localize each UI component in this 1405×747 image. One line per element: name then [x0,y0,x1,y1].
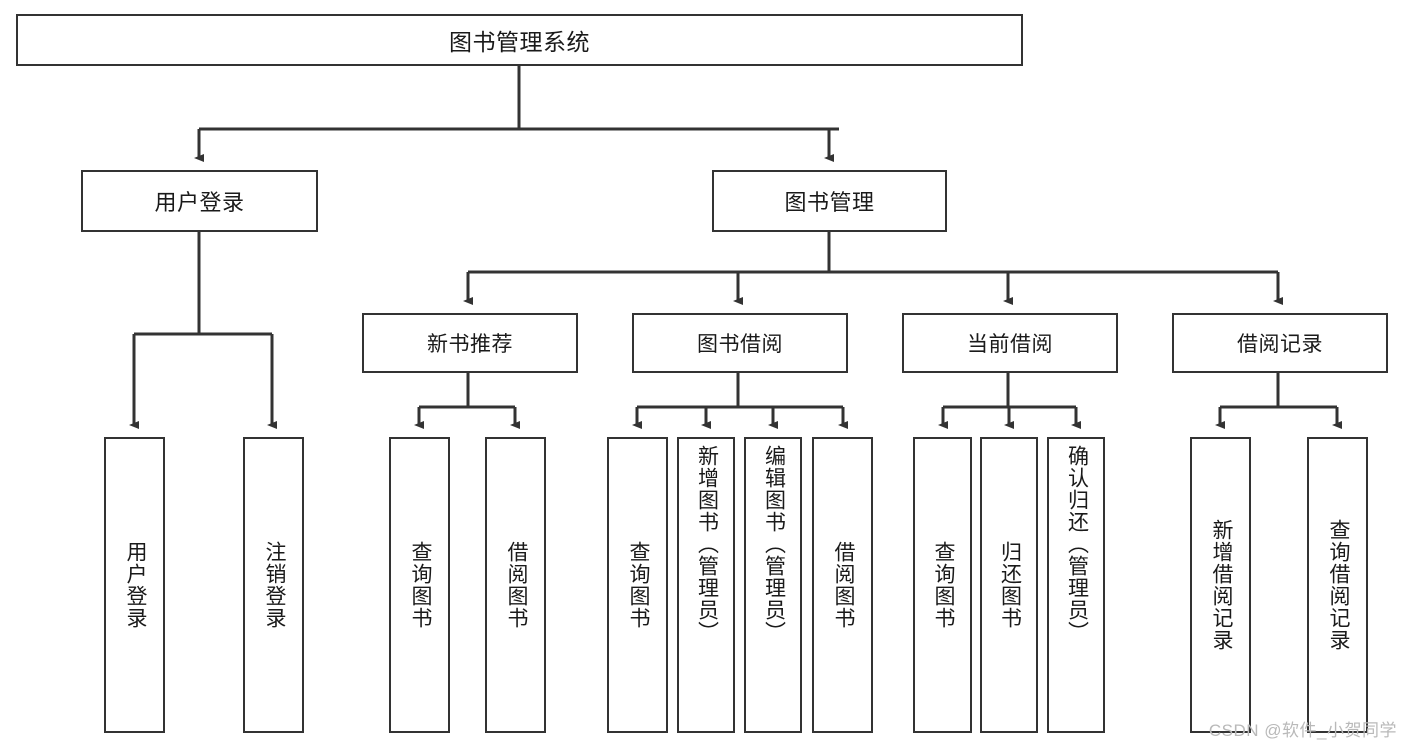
node-leaf-edit-book-admin-label: 编辑图书（管理员） [762,445,786,643]
node-leaf-confirm-return-admin-label: 确认归还（管理员） [1065,445,1089,643]
node-leaf-new-book-query-label: 查询图书 [408,541,432,629]
csdn-watermark: CSDN @软件_小贺同学 [1208,721,1397,740]
node-leaf-add-book-admin[interactable]: 新增图书（管理员） [677,437,735,733]
node-user-login-label: 用户登录 [154,190,245,215]
node-book-manage[interactable]: 图书管理 [712,170,947,232]
node-leaf-confirm-return-admin[interactable]: 确认归还（管理员） [1047,437,1105,733]
node-borrow-records-label: 借阅记录 [1237,333,1323,356]
node-current-borrow-label: 当前借阅 [967,333,1053,356]
node-leaf-return-book[interactable]: 归还图书 [980,437,1038,733]
node-leaf-borrow-book[interactable]: 借阅图书 [812,437,873,733]
node-leaf-logout[interactable]: 注销登录 [243,437,304,733]
node-user-login[interactable]: 用户登录 [81,170,318,232]
node-leaf-edit-book-admin[interactable]: 编辑图书（管理员） [744,437,802,733]
node-borrow-records[interactable]: 借阅记录 [1172,313,1388,373]
node-leaf-return-book-label: 归还图书 [998,541,1022,629]
node-leaf-new-book-query[interactable]: 查询图书 [389,437,450,733]
node-book-borrow[interactable]: 图书借阅 [632,313,848,373]
node-leaf-user-login[interactable]: 用户登录 [104,437,165,733]
node-leaf-borrow-book-label: 借阅图书 [831,541,855,629]
node-leaf-borrow-query[interactable]: 查询图书 [607,437,668,733]
node-leaf-new-book-borrow[interactable]: 借阅图书 [485,437,546,733]
node-leaf-query-borrow-record[interactable]: 查询借阅记录 [1307,437,1368,733]
node-leaf-current-query[interactable]: 查询图书 [913,437,972,733]
node-book-borrow-label: 图书借阅 [697,333,783,356]
node-leaf-new-book-borrow-label: 借阅图书 [504,541,528,629]
node-leaf-logout-label: 注销登录 [262,541,286,629]
node-leaf-borrow-query-label: 查询图书 [626,541,650,629]
node-leaf-add-borrow-record[interactable]: 新增借阅记录 [1190,437,1251,733]
node-root-system[interactable]: 图书管理系统 [16,14,1023,66]
node-new-book-recommend-label: 新书推荐 [427,333,513,356]
node-leaf-add-book-admin-label: 新增图书（管理员） [695,445,719,643]
node-current-borrow[interactable]: 当前借阅 [902,313,1118,373]
node-new-book-recommend[interactable]: 新书推荐 [362,313,578,373]
node-book-manage-label: 图书管理 [784,190,875,215]
node-leaf-current-query-label: 查询图书 [931,541,955,629]
node-root-system-label: 图书管理系统 [449,29,590,55]
node-leaf-user-login-label: 用户登录 [123,541,147,629]
node-leaf-query-borrow-record-label: 查询借阅记录 [1326,519,1350,651]
node-leaf-add-borrow-record-label: 新增借阅记录 [1209,519,1233,651]
